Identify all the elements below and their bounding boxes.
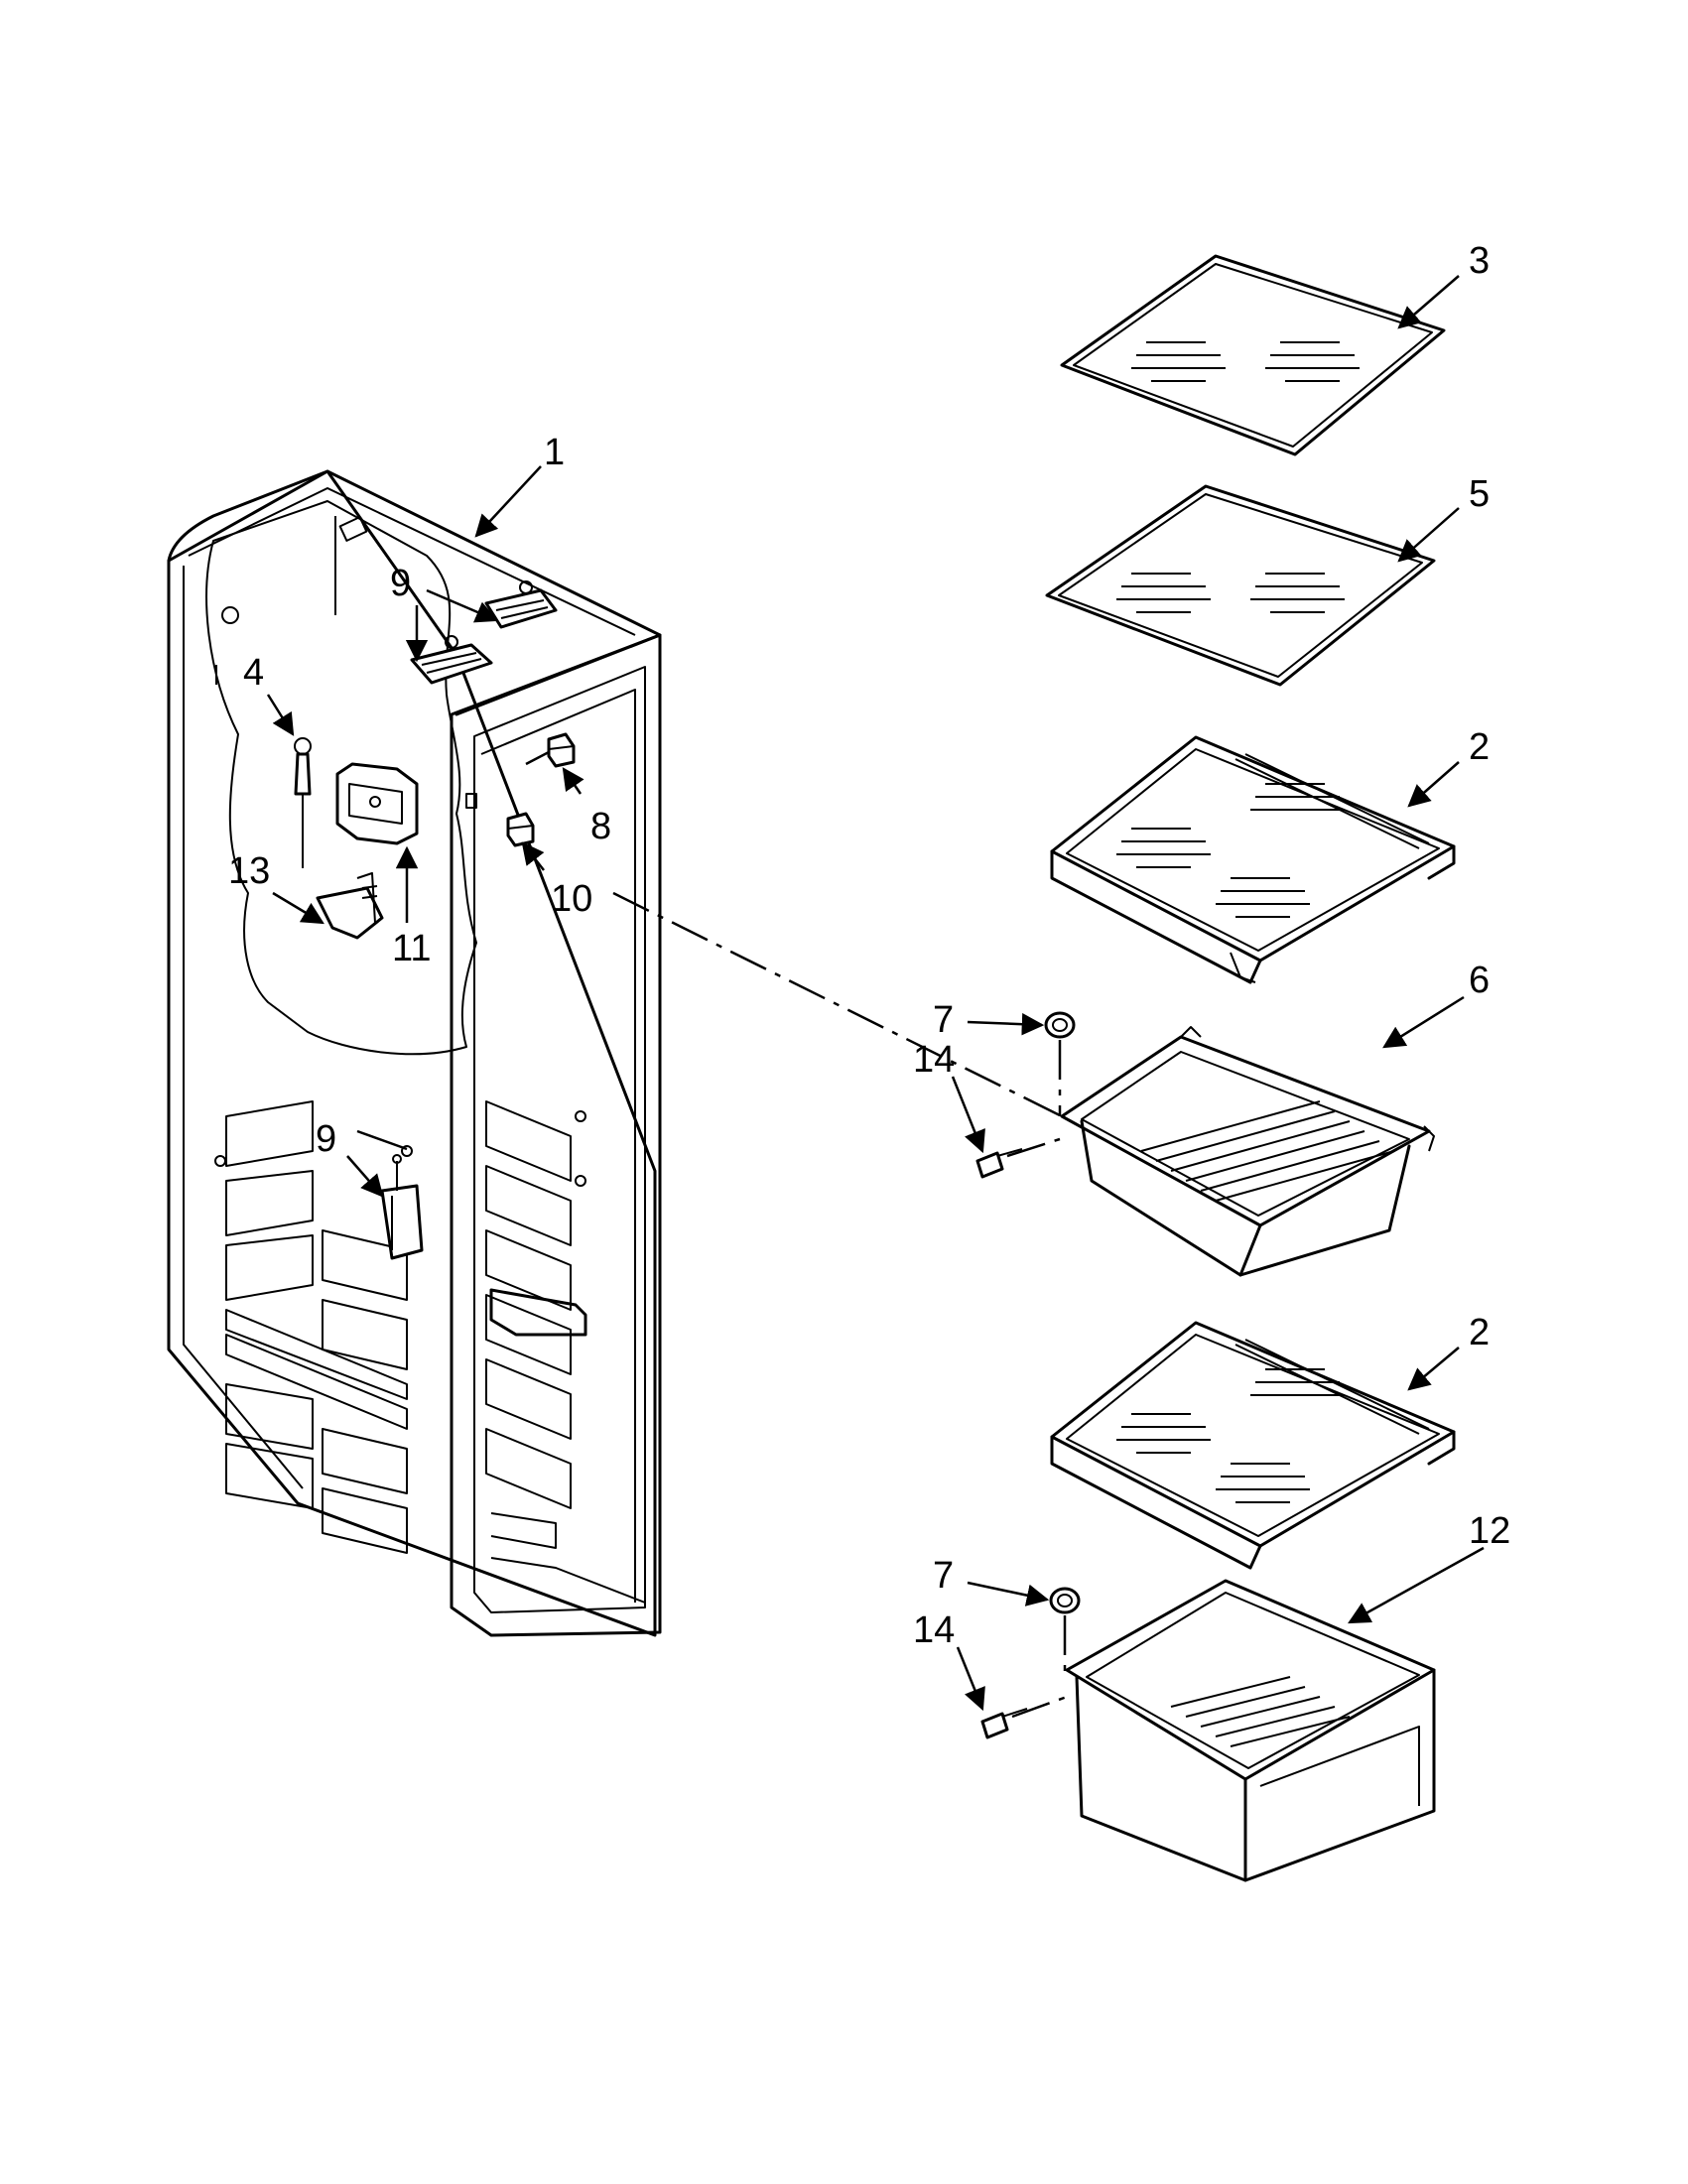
- callout-2-lower: 2: [1469, 1312, 1490, 1353]
- leader-lines: [266, 275, 1485, 1719]
- callout-4: 4: [243, 652, 264, 694]
- bracket-part: [316, 872, 384, 940]
- glass-shelf-part-3: [1060, 254, 1446, 456]
- callout-13: 13: [228, 850, 270, 892]
- pan-part-6: [1060, 1026, 1435, 1277]
- callout-10: 10: [551, 878, 592, 920]
- callout-8: 8: [590, 806, 611, 847]
- callout-14-lower: 14: [913, 1609, 955, 1651]
- screw-part-14-upper: [975, 1148, 1023, 1179]
- callout-2-upper: 2: [1469, 726, 1490, 768]
- callout-7-lower: 7: [933, 1555, 954, 1597]
- callout-3: 3: [1469, 240, 1490, 282]
- screw-part-14-lower: [980, 1708, 1028, 1739]
- callout-7-upper: 7: [933, 999, 954, 1041]
- lamp-socket-part-lower: [380, 1154, 424, 1260]
- switch-part-8: [547, 732, 576, 768]
- roller-part-7-upper: [1044, 1011, 1076, 1039]
- lamp-socket-part-top: [410, 580, 558, 685]
- roller-part-7-lower: [1049, 1587, 1081, 1614]
- refrigerator-liner-part: [167, 469, 662, 1637]
- switch-part-10: [506, 812, 535, 847]
- thermistor-part: [294, 737, 312, 868]
- glass-shelf-part-5: [1045, 484, 1436, 687]
- callout-9-lower: 9: [316, 1118, 336, 1160]
- callout-1: 1: [544, 432, 565, 473]
- callout-6: 6: [1469, 960, 1490, 1001]
- callout-5: 5: [1469, 473, 1490, 515]
- framed-shelf-part-2-lower: [1050, 1321, 1456, 1570]
- framed-shelf-part-2-upper: [1050, 735, 1456, 984]
- control-housing-part: [335, 762, 419, 845]
- crisper-drawer-part-12: [1065, 1579, 1436, 1882]
- callout-11: 11: [392, 928, 431, 969]
- callout-9-upper: 9: [390, 563, 411, 604]
- callout-labels: 1 2 2 3 4 5 6 7 7 8 9 9 10 11 12 13 14 1…: [228, 240, 1510, 1651]
- callout-14-upper: 14: [913, 1039, 955, 1081]
- callout-12: 12: [1469, 1510, 1510, 1552]
